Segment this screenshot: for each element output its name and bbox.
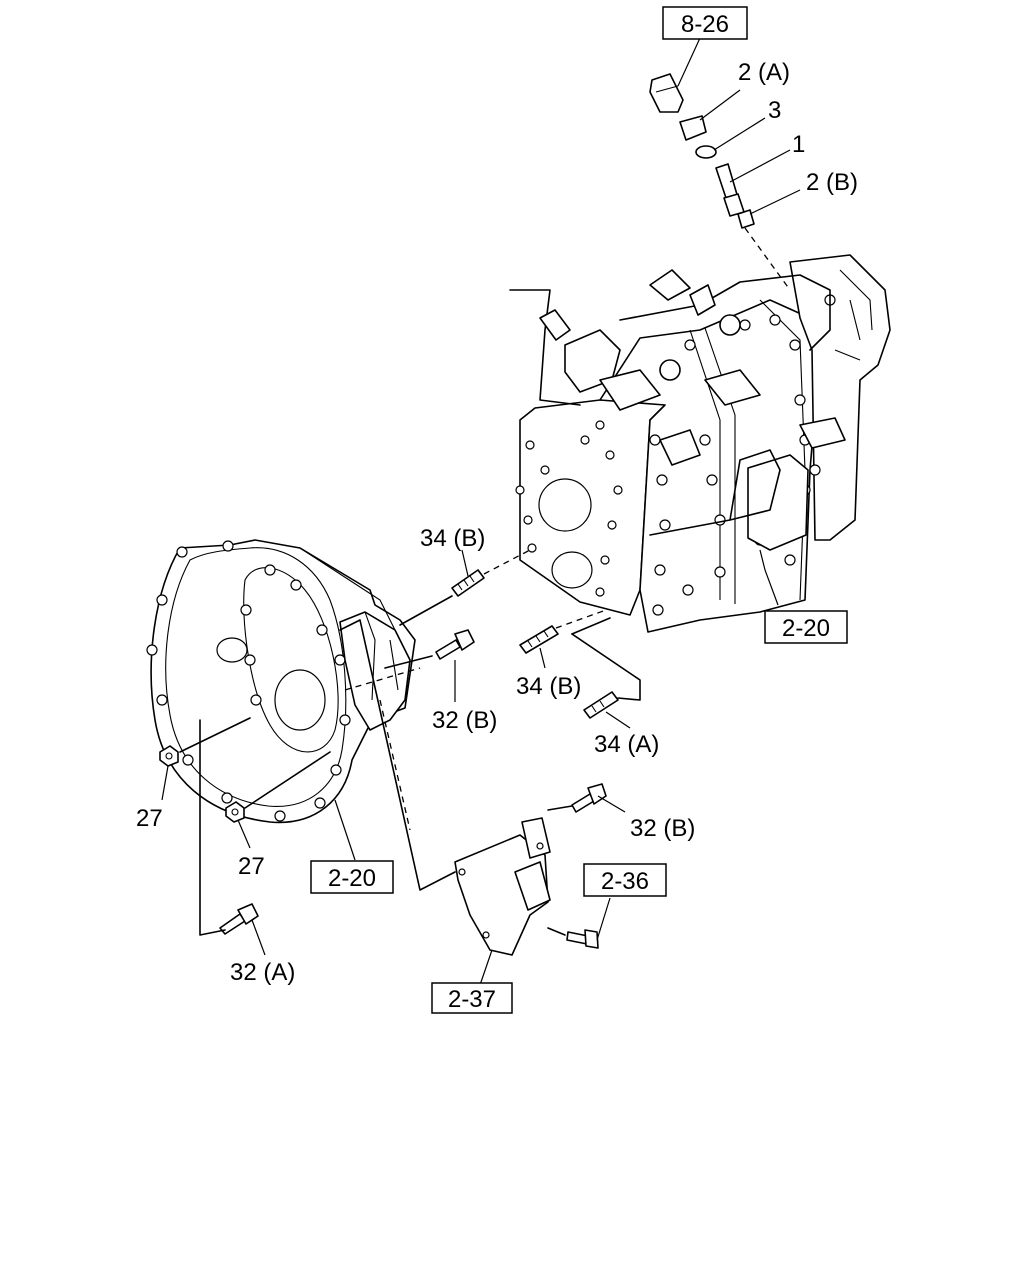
assembly-lines bbox=[179, 227, 791, 936]
reference-label-2-36: 2-36 bbox=[601, 868, 649, 895]
stud-34b-top bbox=[451, 569, 485, 597]
leader-lines bbox=[161, 37, 801, 986]
reference-box-8-26: 8-26 bbox=[662, 6, 748, 40]
callout-34b-mid: 34 (B) bbox=[516, 673, 581, 700]
reference-box-2-37: 2-37 bbox=[431, 982, 513, 1014]
bracket-bolt bbox=[566, 929, 599, 949]
callout-34a: 34 (A) bbox=[594, 731, 659, 758]
nut-27-bottom bbox=[225, 801, 245, 823]
sensor-assembly bbox=[649, 73, 755, 229]
callout-32b-right: 32 (B) bbox=[630, 815, 695, 842]
reference-box-2-36: 2-36 bbox=[583, 863, 667, 897]
transmission-case bbox=[509, 254, 891, 633]
callout-labels: 2 (A) 3 1 2 (B) 34 (B) 34 (B) 34 (A) 32 … bbox=[136, 59, 858, 986]
reference-box-2-20-right: 2-20 bbox=[764, 610, 848, 644]
clutch-housing bbox=[146, 539, 416, 824]
callout-34b-top: 34 (B) bbox=[420, 525, 485, 552]
reference-label-2-20-right: 2-20 bbox=[782, 615, 830, 642]
callout-27-bottom: 27 bbox=[238, 853, 265, 880]
nut-27-left bbox=[159, 745, 179, 767]
bolt-32b-right bbox=[571, 783, 607, 813]
front-plate-holes bbox=[515, 420, 623, 597]
reference-label-2-37: 2-37 bbox=[448, 986, 496, 1013]
callout-3: 3 bbox=[768, 97, 781, 124]
callout-2a: 2 (A) bbox=[738, 59, 790, 86]
stud-34a bbox=[583, 691, 619, 719]
stud-34b-mid bbox=[519, 625, 559, 654]
callout-2b: 2 (B) bbox=[806, 169, 858, 196]
callout-32a: 32 (A) bbox=[230, 959, 295, 986]
callout-32b-mid: 32 (B) bbox=[432, 707, 497, 734]
bolt-32b-mid bbox=[435, 629, 475, 660]
callout-1: 1 bbox=[792, 131, 805, 158]
bracket bbox=[454, 817, 551, 956]
reference-label-2-20-left: 2-20 bbox=[328, 865, 376, 892]
bolt-32a bbox=[219, 903, 259, 935]
reference-box-2-20-left: 2-20 bbox=[310, 860, 394, 894]
reference-label-8-26: 8-26 bbox=[681, 11, 729, 38]
callout-27-left: 27 bbox=[136, 805, 163, 832]
